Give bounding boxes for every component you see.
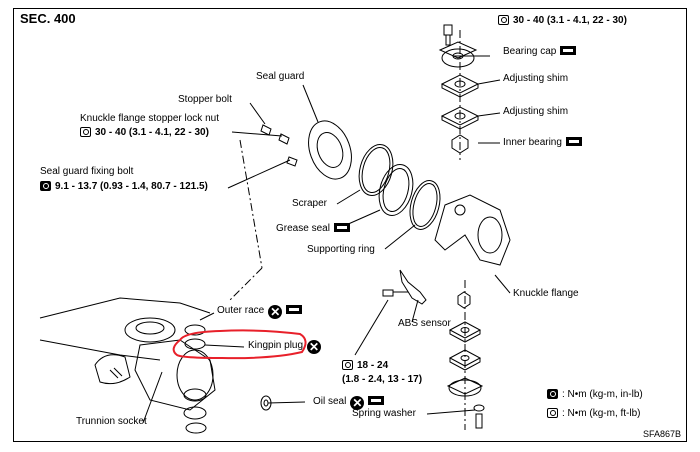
replace-icon: ✕ — [307, 340, 322, 354]
leader-scraper — [336, 189, 361, 205]
axis-line-left — [239, 139, 263, 269]
leader-stopper-bolt — [249, 102, 266, 125]
kingpin-plug-highlight — [172, 329, 307, 360]
section-title: SEC. 400 — [20, 11, 76, 26]
grease-seal-ring — [378, 164, 414, 216]
leader-outer-race — [199, 312, 215, 321]
lock-nut-torque: 30 - 40 (3.1 - 4.1, 22 - 30) — [80, 127, 209, 139]
abs-torque-detail: (1.8 - 2.4, 13 - 17) — [342, 374, 423, 385]
trunnion-shaft — [94, 354, 131, 385]
leader-lock-nut — [231, 131, 283, 137]
leader-abs-sensor — [411, 299, 419, 323]
seal-guard-shape — [308, 120, 352, 180]
leader-spring-washer — [426, 409, 476, 415]
abs-sensor-shape — [399, 269, 427, 305]
legend-inlb: : N•m (kg-m, in-lb) — [547, 389, 643, 400]
label-lock-nut: Knuckle flange stopper lock nut — [80, 113, 219, 124]
legend-ftlb: : N•m (kg-m, ft-lb) — [547, 408, 641, 419]
leader-supporting-ring — [384, 224, 416, 250]
label-stopper-bolt: Stopper bolt — [178, 94, 232, 105]
label-knuckle-flange: Knuckle flange — [513, 288, 579, 299]
label-abs-sensor: ABS sensor — [398, 318, 451, 329]
grease-icon — [333, 223, 350, 232]
label-seal-guard: Seal guard — [256, 71, 305, 82]
axle-housing — [39, 297, 211, 319]
torque-inlb-icon — [547, 389, 558, 399]
replace-icon: ✕ — [350, 396, 365, 410]
scraper-ring — [358, 144, 394, 196]
label-grease-seal: Grease seal — [276, 223, 350, 235]
kingpin-top — [124, 317, 176, 343]
label-spring-washer: Spring washer — [352, 408, 416, 419]
abs-torque: 18 - 24 — [342, 360, 388, 372]
leader-trunnion-socket — [142, 371, 163, 424]
label-supporting-ring: Supporting ring — [307, 244, 375, 255]
grease-icon — [560, 46, 577, 55]
torque-inlb-icon — [40, 181, 51, 191]
figure-code: SFA867B — [642, 429, 681, 439]
leader-shim2 — [477, 112, 501, 117]
top-bolt — [443, 24, 453, 46]
grease-icon — [286, 305, 303, 314]
label-trunnion-socket: Trunnion socket — [76, 416, 147, 427]
label-adjusting-shim-2: Adjusting shim — [503, 106, 569, 117]
label-fixing-bolt: Seal guard fixing bolt — [40, 166, 134, 177]
leader-seal-guard — [302, 84, 319, 123]
supporting-ring-shape — [409, 180, 441, 230]
top-bolt-torque: 30 - 40 (3.1 - 4.1, 22 - 30) — [498, 15, 627, 27]
leader-shim1 — [477, 79, 501, 85]
label-scraper: Scraper — [292, 198, 328, 209]
diagram-frame — [13, 8, 687, 442]
label-bearing-cap: Bearing cap — [503, 46, 577, 58]
replace-icon: ✕ — [268, 305, 283, 319]
torque-ftlb-icon — [80, 127, 91, 137]
outer-race-shape — [184, 324, 206, 336]
label-inner-bearing: Inner bearing — [503, 137, 582, 149]
label-adjusting-shim-1: Adjusting shim — [503, 73, 569, 84]
label-kingpin-plug: Kingpin plug✕ — [248, 340, 322, 354]
leader-kingpin-plug — [204, 344, 245, 348]
fixing-bolt-torque: 9.1 - 13.7 (0.93 - 1.4, 80.7 - 121.5) — [40, 181, 208, 193]
kingpin-plug-shape — [184, 338, 206, 350]
grease-icon — [368, 396, 385, 405]
leader-knuckle-flange — [494, 274, 511, 294]
grease-icon — [565, 137, 582, 146]
label-outer-race: Outer race✕ — [217, 305, 303, 319]
leader-abs-bolt — [354, 299, 389, 356]
torque-ftlb-icon — [547, 408, 558, 418]
label-oil-seal: Oil seal✕ — [313, 396, 385, 410]
torque-ftlb-icon — [498, 15, 509, 25]
leader-oil-seal — [267, 401, 306, 404]
inner-bearing-shape — [451, 134, 469, 154]
torque-ftlb-icon — [342, 360, 353, 370]
knuckle-flange-shape — [434, 194, 511, 266]
oil-seal-shape — [260, 395, 272, 411]
leader-fixing-bolt — [227, 159, 291, 189]
